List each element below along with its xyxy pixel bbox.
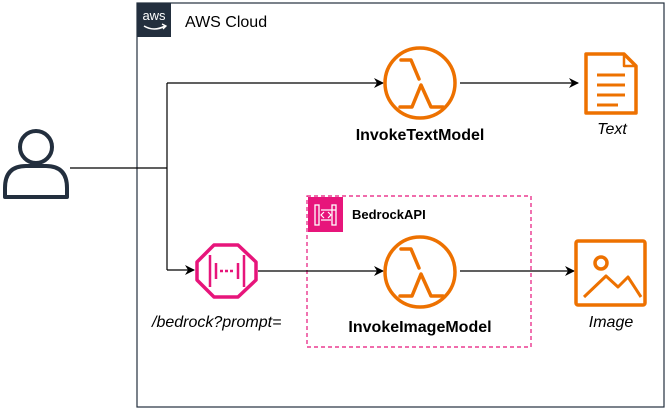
api-gateway-endpoint-icon <box>195 243 258 299</box>
invoke-image-model-label: InvokeImageModel <box>348 319 491 336</box>
aws-logo-icon: aws <box>137 3 171 37</box>
aws-logo-text: aws <box>142 8 166 23</box>
api-endpoint-label: /bedrock?prompt= <box>151 314 281 331</box>
lambda-icon <box>383 46 457 120</box>
aws-cloud-title: AWS Cloud <box>185 14 267 31</box>
image-output-label: Image <box>589 314 634 331</box>
api-gateway-icon <box>308 197 343 232</box>
image-icon <box>574 239 647 307</box>
connectors <box>70 78 579 276</box>
text-output-label: Text <box>597 121 627 138</box>
aws-cloud-group: aws AWS Cloud <box>136 2 665 408</box>
invoke-text-model-label: InvokeTextModel <box>356 127 485 144</box>
document-icon <box>584 52 638 115</box>
bedrock-api-label: BedrockAPI <box>352 207 426 222</box>
user-icon <box>3 129 69 199</box>
lambda-icon <box>383 235 457 309</box>
